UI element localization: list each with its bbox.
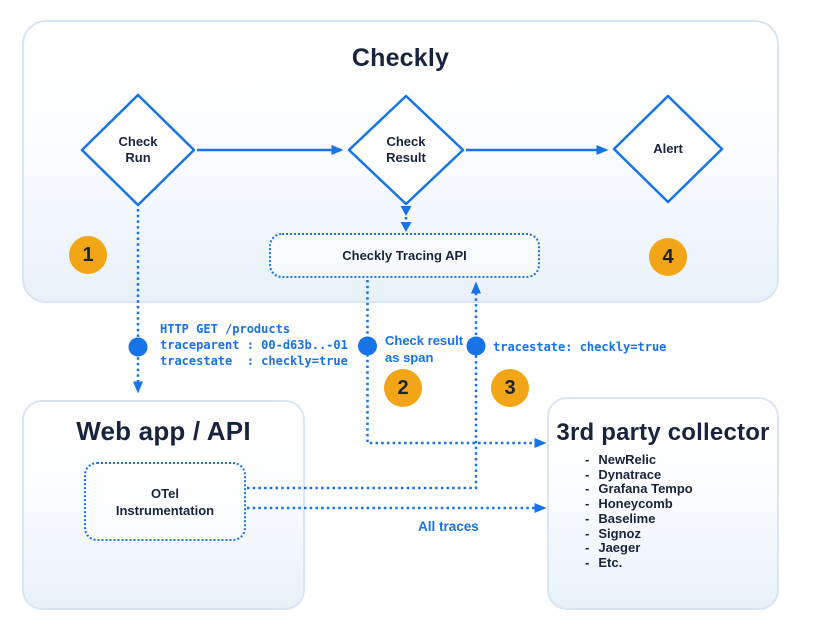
check-result-as-span-annotation: Check result as span bbox=[385, 333, 464, 365]
list-item-etc: Etc. bbox=[585, 555, 693, 571]
trace-dot-1 bbox=[128, 337, 148, 357]
tracing-api-label: Checkly Tracing API bbox=[342, 248, 467, 263]
check-run-label: Check Run bbox=[118, 134, 158, 165]
all-traces-annotation: All traces bbox=[418, 519, 479, 534]
list-item-grafana-tempo: Grafana Tempo bbox=[585, 482, 692, 497]
diamond-alert bbox=[612, 94, 724, 204]
diamond-check-run bbox=[80, 93, 196, 207]
otel-label: OTel Instrumentation bbox=[115, 485, 215, 518]
trace-dot-3 bbox=[466, 336, 486, 356]
third-party-collector-card: 3rd party collector NewRelic Dynatrace G… bbox=[547, 397, 779, 610]
step-badge-4: 4 bbox=[649, 238, 687, 276]
collector-title: 3rd party collector bbox=[556, 419, 770, 446]
arrow-tracing-api-to-collector bbox=[366, 280, 547, 448]
tracestate-annotation: tracestate: checkly=true bbox=[493, 340, 667, 354]
step-badge-2: 2 bbox=[384, 369, 422, 407]
trace-dot-2 bbox=[358, 336, 377, 356]
diamond-check-result bbox=[347, 94, 465, 206]
list-item-newrelic: NewRelic bbox=[585, 452, 693, 468]
step-badge-1: 1 bbox=[69, 236, 107, 274]
check-result-label: Check Result bbox=[386, 134, 426, 165]
list-item-dynatrace: Dynatrace bbox=[585, 467, 693, 483]
checkly-tracing-api-box: Checkly Tracing API bbox=[269, 233, 540, 278]
web-app-title: Web app / API bbox=[76, 416, 251, 446]
arrow-check-result-to-tracing-api bbox=[400, 206, 412, 232]
list-item-signoz: Signoz bbox=[585, 526, 693, 542]
checkly-title: Checkly bbox=[351, 44, 450, 72]
otel-instrumentation-box: OTel Instrumentation bbox=[84, 462, 246, 541]
list-item-baselime: Baselime bbox=[585, 511, 693, 527]
list-item-jaeger: Jaeger bbox=[585, 541, 693, 556]
arrow-otel-to-tracing-api bbox=[247, 281, 481, 490]
http-request-annotation: HTTP GET /products traceparent : 00-d63b… bbox=[160, 322, 348, 368]
list-item-honeycomb: Honeycomb bbox=[585, 496, 693, 512]
step-badge-3: 3 bbox=[491, 369, 529, 407]
alert-label: Alert bbox=[653, 141, 683, 156]
collector-list: NewRelic Dynatrace Grafana Tempo Honeyco… bbox=[585, 452, 693, 571]
